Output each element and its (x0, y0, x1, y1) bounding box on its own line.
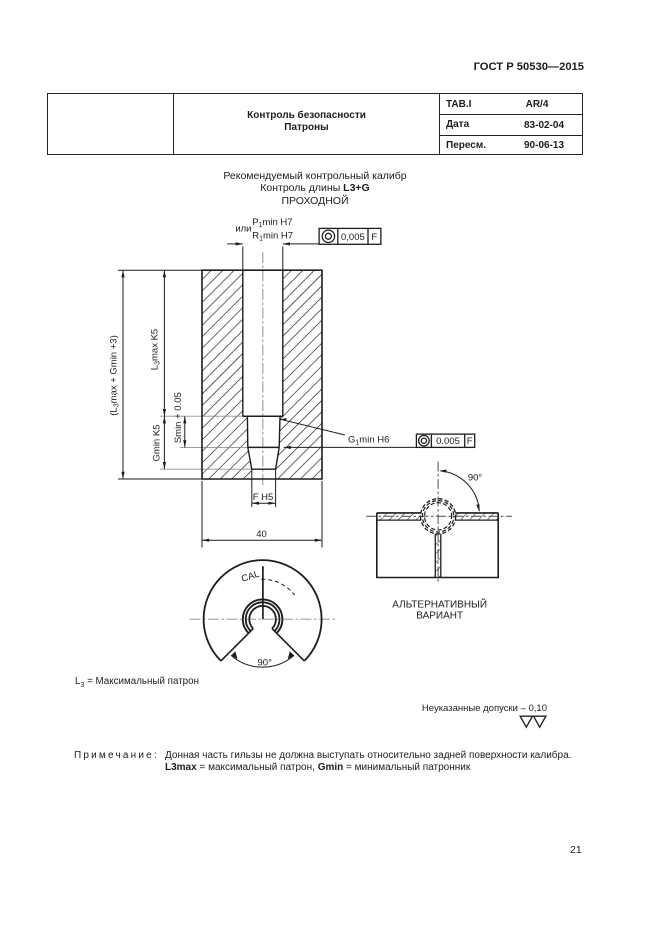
svg-text:или: или (235, 223, 251, 234)
svg-text:F H5: F H5 (253, 492, 274, 503)
svg-text:ВАРИАНТ: ВАРИАНТ (416, 611, 463, 622)
svg-text:90°: 90° (258, 657, 273, 668)
svg-text:G1min H6: G1min H6 (348, 435, 389, 447)
svg-text:0.005: 0.005 (436, 436, 460, 447)
svg-text:R1min H7: R1min H7 (252, 231, 293, 243)
svg-text:L3max K5: L3max K5 (150, 329, 162, 370)
svg-text:Smin + 0.05: Smin + 0.05 (173, 392, 184, 443)
svg-text:40: 40 (256, 529, 267, 540)
svg-text:(L3max + Gmin +3): (L3max + Gmin +3) (109, 335, 121, 415)
svg-text:F: F (467, 436, 473, 447)
svg-text:P1min H7: P1min H7 (252, 217, 292, 229)
svg-text:0,005: 0,005 (341, 232, 365, 243)
svg-text:CAL: CAL (240, 569, 261, 585)
svg-text:Gmin K5: Gmin K5 (152, 425, 163, 462)
svg-text:90°: 90° (468, 473, 483, 484)
svg-text:АЛЬТЕРНАТИВНЫЙ: АЛЬТЕРНАТИВНЫЙ (392, 598, 487, 611)
svg-text:F: F (371, 232, 377, 243)
